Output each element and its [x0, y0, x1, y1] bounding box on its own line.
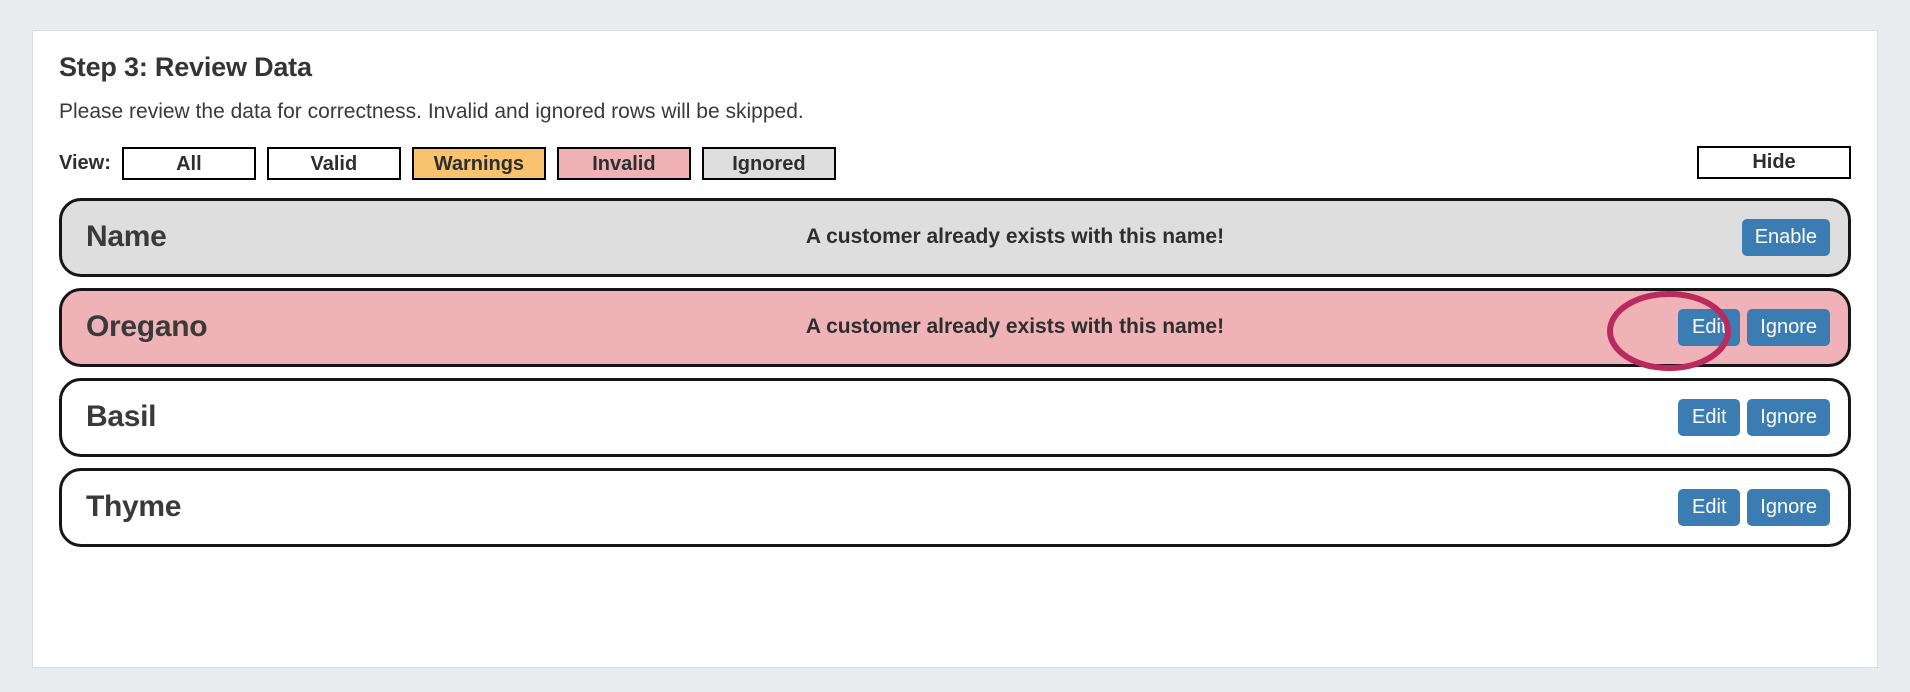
filter-button-warnings[interactable]: Warnings	[411, 147, 546, 181]
filter-button-all[interactable]: All	[121, 147, 256, 181]
row-actions: Edit Ignore	[1678, 308, 1830, 346]
enable-button[interactable]: Enable	[1741, 218, 1830, 256]
row-actions: Edit Ignore	[1678, 488, 1830, 526]
filter-button-valid[interactable]: Valid	[266, 147, 401, 181]
row-name: Thyme	[86, 490, 182, 524]
row-message: A customer already exists with this name…	[805, 315, 1225, 339]
filter-button-group: All Valid Warnings Invalid Ignored	[121, 147, 836, 181]
ignore-button[interactable]: Ignore	[1747, 398, 1830, 436]
edit-button[interactable]: Edit	[1678, 308, 1741, 346]
review-data-card: Step 3: Review Data Please review the da…	[32, 30, 1878, 668]
filter-button-ignored[interactable]: Ignored	[701, 147, 836, 181]
ignore-button[interactable]: Ignore	[1747, 308, 1830, 346]
filter-button-invalid[interactable]: Invalid	[556, 147, 691, 181]
page-title: Step 3: Review Data	[59, 52, 312, 82]
ignore-button[interactable]: Ignore	[1747, 488, 1830, 526]
row-actions: Enable	[1741, 218, 1830, 256]
row-actions: Edit Ignore	[1678, 398, 1830, 436]
row-name: Oregano	[86, 310, 208, 344]
page-subtitle: Please review the data for correctness. …	[59, 99, 804, 123]
card-content: Step 3: Review Data Please review the da…	[33, 31, 1877, 547]
row-message: A customer already exists with this name…	[805, 225, 1225, 249]
table-row[interactable]: Basil Edit Ignore	[59, 377, 1851, 457]
table-row[interactable]: Thyme Edit Ignore	[59, 467, 1851, 547]
edit-button[interactable]: Edit	[1678, 488, 1741, 526]
data-row-list: Name A customer already exists with this…	[59, 197, 1851, 547]
table-row[interactable]: Name A customer already exists with this…	[59, 197, 1851, 277]
row-name: Name	[86, 220, 167, 254]
hide-button[interactable]: Hide	[1697, 145, 1851, 179]
row-name: Basil	[86, 400, 157, 434]
edit-button[interactable]: Edit	[1678, 398, 1741, 436]
table-row[interactable]: Oregano A customer already exists with t…	[59, 287, 1851, 371]
view-filter-bar: View: All Valid Warnings Invalid Ignored…	[59, 145, 1851, 182]
view-label: View:	[59, 152, 111, 175]
